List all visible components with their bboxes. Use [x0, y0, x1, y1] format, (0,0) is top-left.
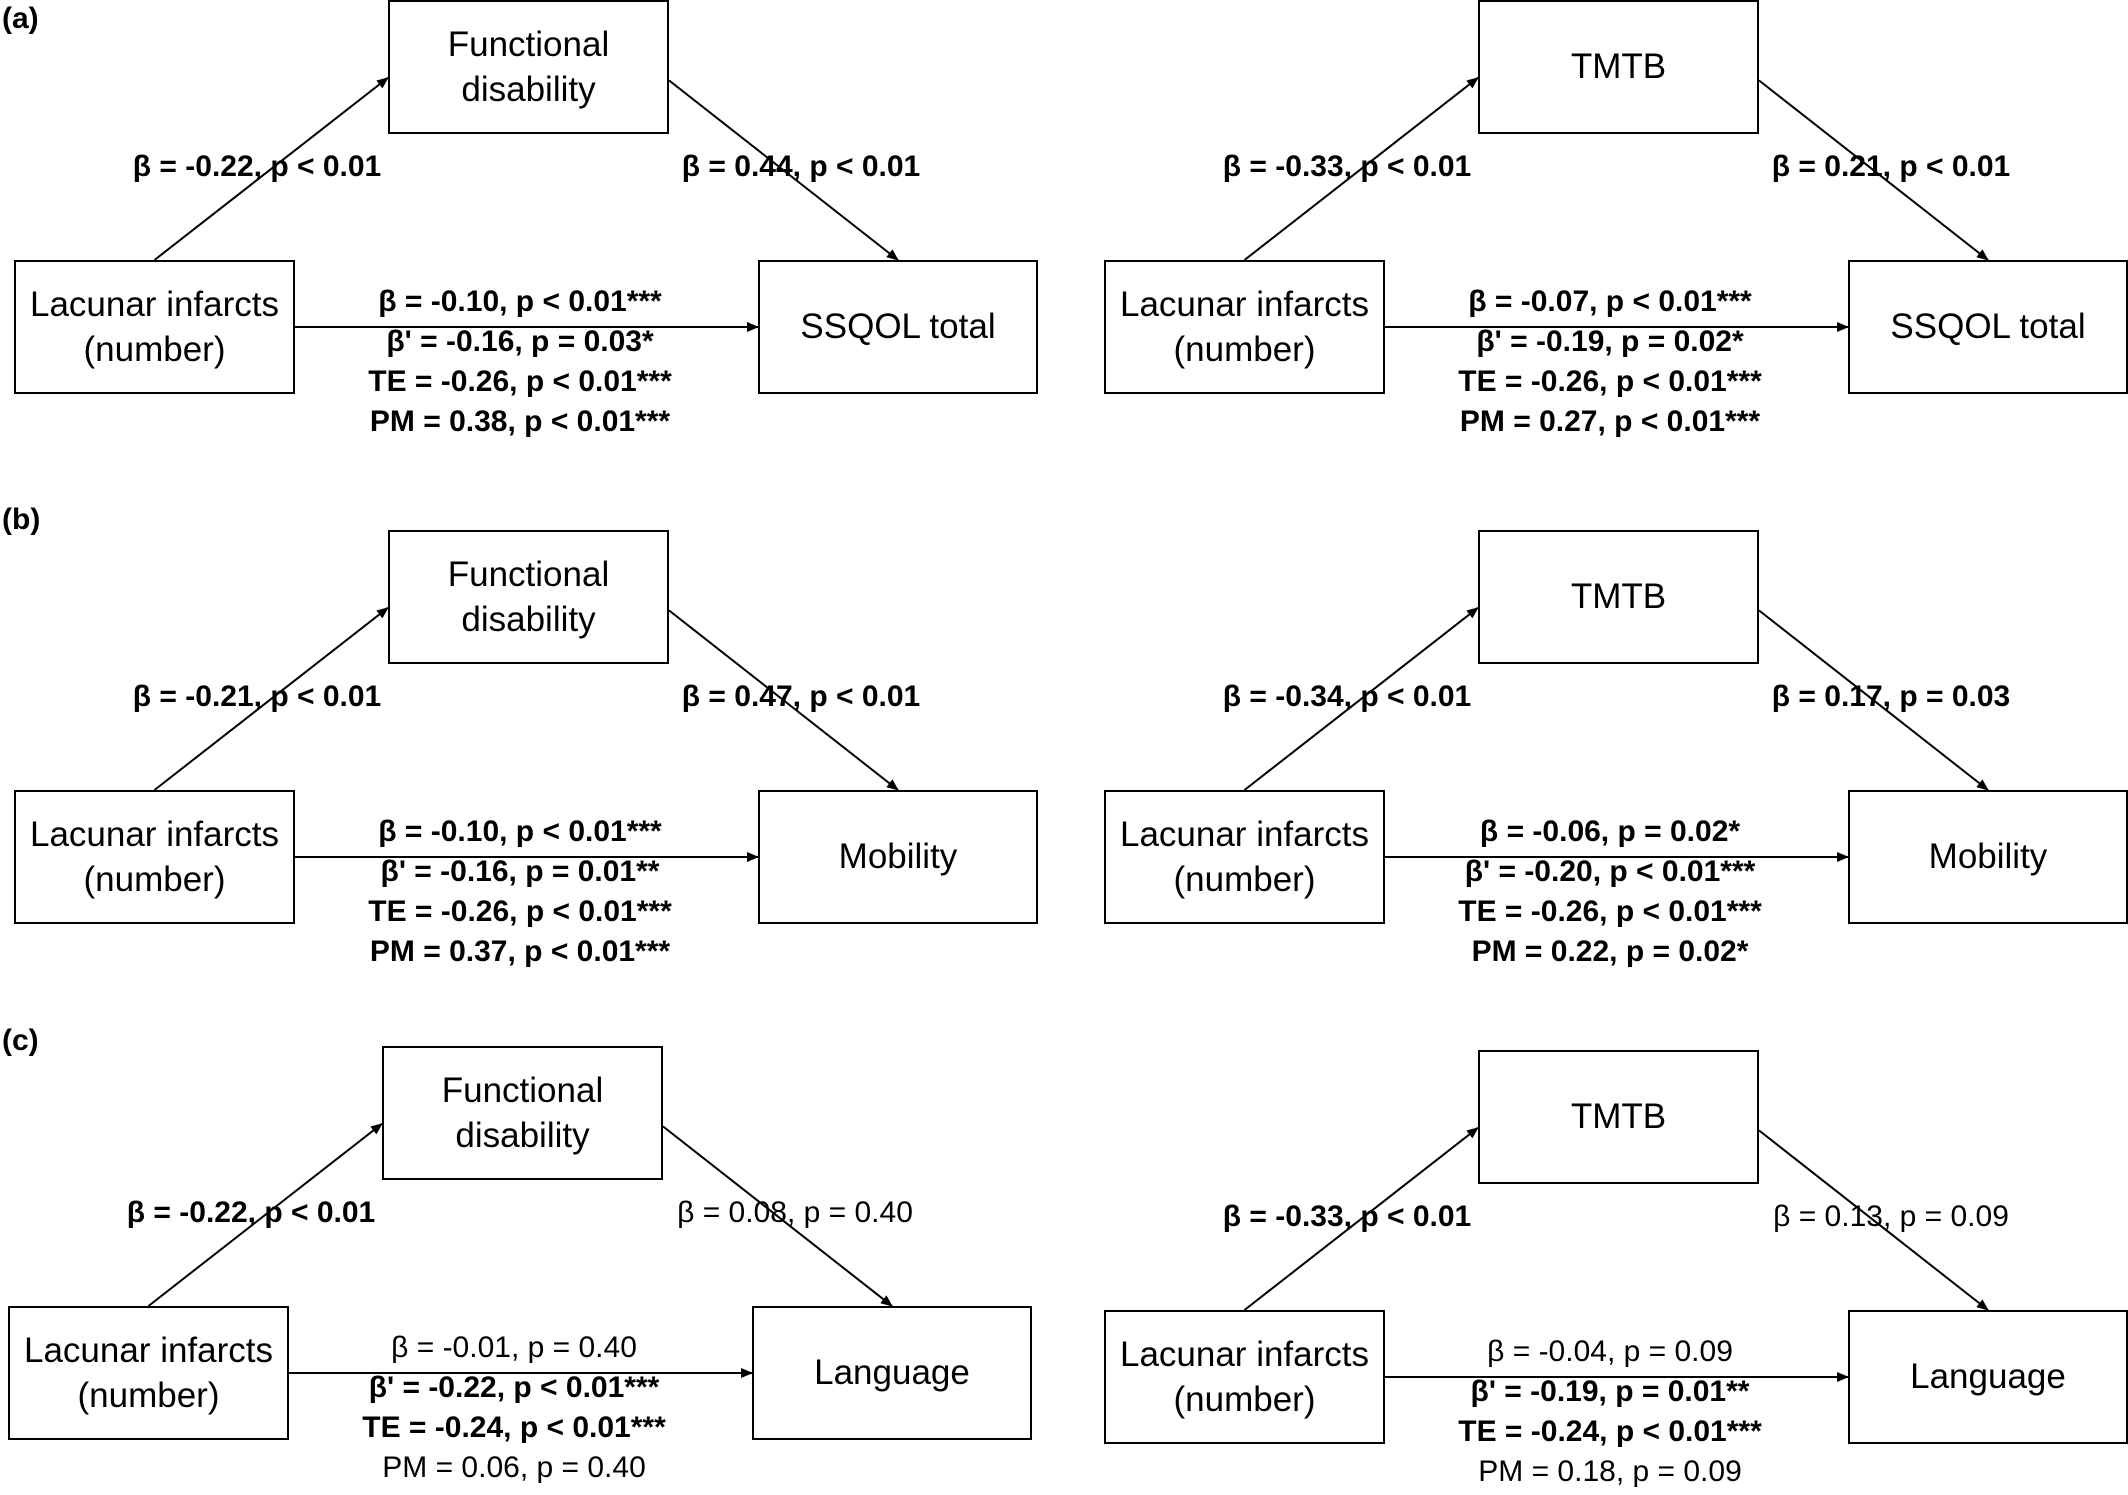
path-b-arrow	[1758, 79, 1989, 261]
direct-effect-line: TE = -0.26, p < 0.01***	[368, 895, 672, 928]
direct-effect-line: β' = -0.19, p = 0.02*	[1476, 325, 1744, 358]
mediator-box-text: TMTB	[1570, 47, 1667, 87]
panel-label: (b)	[2, 503, 41, 536]
mediator-box: Functional disability	[382, 1046, 663, 1180]
path-b-label: β = 0.21, p < 0.01	[1771, 150, 2011, 183]
path-b-arrow	[668, 79, 899, 261]
path-a-label: β = -0.33, p < 0.01	[1222, 150, 1472, 183]
direct-effect-line: PM = 0.38, p < 0.01***	[369, 405, 671, 438]
direct-effect-line: TE = -0.24, p < 0.01***	[362, 1411, 666, 1444]
mediator-box-text: TMTB	[1570, 1097, 1667, 1137]
path-b-label: β = 0.17, p = 0.03	[1771, 680, 2011, 713]
mediator-box: TMTB	[1478, 530, 1759, 664]
direct-effect-line: PM = 0.18, p = 0.09	[1478, 1455, 1742, 1488]
predictor-box-text: Lacunar infarcts (number)	[1119, 284, 1370, 370]
path-b-arrow	[662, 1125, 893, 1307]
mediator-box-text: Functional disability	[447, 24, 610, 110]
path-b-label: β = 0.13, p = 0.09	[1773, 1200, 2009, 1233]
outcome-box-text: Language	[1910, 1357, 2066, 1397]
direct-effect-line: PM = 0.06, p = 0.40	[382, 1451, 646, 1484]
direct-effect-line: PM = 0.22, p = 0.02*	[1471, 935, 1749, 968]
direct-effect-line: β = -0.07, p < 0.01***	[1468, 285, 1752, 318]
path-a-label: β = -0.22, p < 0.01	[132, 150, 382, 183]
panel-label: (a)	[2, 2, 39, 35]
path-b-arrow	[668, 609, 899, 791]
outcome-box-text: Mobility	[838, 837, 958, 877]
outcome-box-text: SSQOL total	[800, 307, 996, 347]
direct-effect-line: β' = -0.22, p < 0.01***	[368, 1371, 660, 1404]
outcome-box: SSQOL total	[758, 260, 1038, 394]
predictor-box-text: Lacunar infarcts (number)	[1119, 1334, 1370, 1420]
mediator-box-text: Functional disability	[447, 554, 610, 640]
path-b-label: β = 0.44, p < 0.01	[681, 150, 921, 183]
outcome-box: Language	[752, 1306, 1032, 1440]
outcome-box-text: SSQOL total	[1890, 307, 2086, 347]
mediator-box: Functional disability	[388, 0, 669, 134]
path-a-arrow	[1243, 606, 1479, 791]
predictor-box-text: Lacunar infarcts (number)	[29, 814, 280, 900]
direct-effect-line: PM = 0.27, p < 0.01***	[1459, 405, 1761, 438]
direct-effect-line: β' = -0.19, p = 0.01**	[1470, 1375, 1750, 1408]
mediator-box: TMTB	[1478, 1050, 1759, 1184]
mediator-box: TMTB	[1478, 0, 1759, 134]
path-a-label: β = -0.33, p < 0.01	[1222, 1200, 1472, 1233]
direct-effect-line: β = -0.06, p = 0.02*	[1479, 815, 1741, 848]
outcome-box-text: Language	[814, 1353, 970, 1393]
direct-effect-line: β = -0.10, p < 0.01***	[378, 815, 662, 848]
predictor-box-text: Lacunar infarcts (number)	[29, 284, 280, 370]
direct-effect-line: β = -0.01, p = 0.40	[391, 1331, 637, 1364]
direct-effect-line: β' = -0.20, p < 0.01***	[1464, 855, 1756, 888]
outcome-box-text: Mobility	[1928, 837, 2048, 877]
path-a-label: β = -0.22, p < 0.01	[126, 1196, 376, 1229]
predictor-box: Lacunar infarcts (number)	[14, 790, 295, 924]
predictor-box-text: Lacunar infarcts (number)	[23, 1330, 274, 1416]
mediator-box: Functional disability	[388, 530, 669, 664]
direct-effect-line: TE = -0.26, p < 0.01***	[1458, 365, 1762, 398]
predictor-box-text: Lacunar infarcts (number)	[1119, 814, 1370, 900]
direct-effect-line: TE = -0.26, p < 0.01***	[1458, 895, 1762, 928]
path-a-arrow	[1243, 1126, 1479, 1311]
direct-effect-line: β' = -0.16, p = 0.01**	[380, 855, 660, 888]
path-b-label: β = 0.47, p < 0.01	[681, 680, 921, 713]
path-a-label: β = -0.21, p < 0.01	[132, 680, 382, 713]
path-b-arrow	[1758, 1129, 1989, 1311]
outcome-box: Language	[1848, 1310, 2128, 1444]
outcome-box: Mobility	[758, 790, 1038, 924]
path-b-label: β = 0.08, p = 0.40	[677, 1196, 913, 1229]
predictor-box: Lacunar infarcts (number)	[1104, 790, 1385, 924]
direct-effect-line: β = -0.10, p < 0.01***	[378, 285, 662, 318]
path-a-label: β = -0.34, p < 0.01	[1222, 680, 1472, 713]
outcome-box: SSQOL total	[1848, 260, 2128, 394]
path-a-arrow	[1243, 76, 1479, 261]
direct-effect-line: TE = -0.26, p < 0.01***	[368, 365, 672, 398]
predictor-box: Lacunar infarcts (number)	[1104, 260, 1385, 394]
direct-effect-line: TE = -0.24, p < 0.01***	[1458, 1415, 1762, 1448]
direct-effect-line: β = -0.04, p = 0.09	[1487, 1335, 1733, 1368]
predictor-box: Lacunar infarcts (number)	[14, 260, 295, 394]
path-a-arrow	[153, 76, 389, 261]
panel-label: (c)	[2, 1024, 39, 1057]
path-a-arrow	[153, 606, 389, 791]
predictor-box: Lacunar infarcts (number)	[1104, 1310, 1385, 1444]
direct-effect-line: PM = 0.37, p < 0.01***	[369, 935, 671, 968]
mediator-box-text: Functional disability	[441, 1070, 604, 1156]
outcome-box: Mobility	[1848, 790, 2128, 924]
path-a-arrow	[147, 1122, 383, 1307]
path-b-arrow	[1758, 609, 1989, 791]
predictor-box: Lacunar infarcts (number)	[8, 1306, 289, 1440]
direct-effect-line: β' = -0.16, p = 0.03*	[386, 325, 654, 358]
mediator-box-text: TMTB	[1570, 577, 1667, 617]
